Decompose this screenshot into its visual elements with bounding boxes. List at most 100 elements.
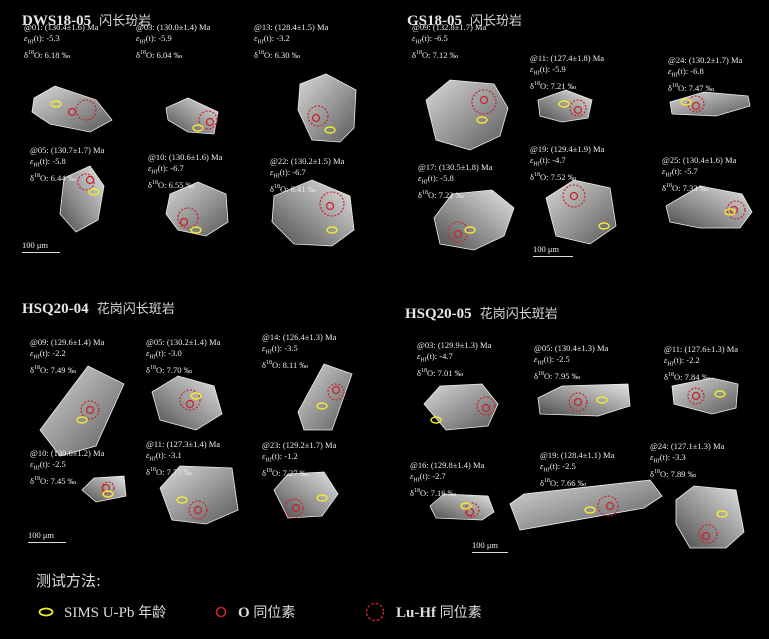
o-isotope-spot-marker [185, 399, 195, 409]
zircon-grain [273, 471, 339, 519]
spot-age: @25: (130.4±1.6) Ma [662, 155, 737, 165]
spot-age: @03: (129.9±1.3) Ma [417, 340, 492, 350]
zircon-grain [545, 179, 617, 245]
lu-hf-spot-marker [568, 392, 588, 412]
u-pb-spot-marker [464, 226, 476, 234]
delta-18o: δ18O: 7.52 ‰ [530, 171, 577, 182]
zircon-grain [165, 181, 229, 237]
delta-18o: δ18O: 7.84 ‰ [664, 371, 711, 382]
legend-item-o-isotope: O 同位素 [214, 600, 295, 624]
o-isotope-spot-marker [605, 501, 615, 511]
epsilon-hf: εHf(t): -5.3 [24, 32, 60, 46]
delta-18o: δ18O: 7.47 ‰ [668, 82, 715, 93]
spot-age: @11: (127.3±1.4) Ma [146, 439, 221, 449]
o-isotope-spot-marker [691, 101, 701, 111]
lu-hf-spot-marker [476, 396, 496, 416]
zircon-grain [423, 383, 499, 431]
lu-hf-spot-marker [687, 95, 705, 113]
zircon-grain [81, 475, 127, 503]
u-pb-spot-marker [476, 116, 488, 124]
method-title: 测试方法: [36, 572, 102, 590]
spot-age: @10: (130.6±1.2) Ma [30, 448, 105, 458]
delta-18o: δ18O: 7.95 ‰ [534, 370, 581, 381]
lu-hf-spot-marker [597, 495, 619, 517]
epsilon-hf: εHf(t): -5.9 [530, 63, 566, 77]
epsilon-hf: εHf(t): -3.0 [146, 347, 182, 361]
o-isotope-spot-marker [573, 397, 583, 407]
zircon-grain [297, 73, 357, 143]
epsilon-hf: εHf(t): -6.7 [148, 162, 184, 176]
epsilon-hf: εHf(t): -2.7 [410, 470, 446, 484]
delta-18o: δ18O: 7.89 ‰ [650, 468, 697, 479]
u-pb-spot-marker [176, 496, 188, 504]
u-pb-spot-marker [316, 494, 328, 502]
epsilon-hf: εHf(t): -1.2 [262, 450, 298, 464]
epsilon-hf: εHf(t): -3.1 [146, 449, 182, 463]
zircon-grain [671, 377, 739, 415]
lu-hf-spot-marker [698, 524, 718, 544]
u-pb-spot-marker [190, 392, 202, 400]
delta-18o: δ18O: 6.44 ‰ [30, 172, 77, 183]
spot-age: @05: (130.7±1.7) Ma [30, 145, 105, 155]
o-isotope-spot-marker [179, 217, 189, 227]
legend-label: Lu-Hf 同位素 [396, 605, 482, 621]
scale-bar: 100 μm [22, 240, 60, 253]
o-isotope-spot-marker [691, 391, 701, 401]
spot-age: @10: (130.6±1.6) Ma [148, 152, 223, 162]
lu-hf-spot-marker [569, 99, 587, 117]
u-pb-spot-marker [714, 390, 726, 398]
u-pb-spot-marker [596, 396, 608, 404]
lu-hf-spot-marker [284, 498, 304, 518]
red-circle-icon [215, 606, 227, 618]
u-pb-spot-marker [716, 510, 728, 518]
epsilon-hf: εHf(t): -5.9 [136, 32, 172, 46]
u-pb-spot-marker [192, 124, 204, 132]
epsilon-hf: εHf(t): -3.2 [254, 32, 290, 46]
spot-age: @13: (128.4±1.5) Ma [254, 22, 329, 32]
o-isotope-spot-marker [331, 385, 341, 395]
u-pb-spot-marker [598, 222, 610, 230]
delta-18o: δ18O: 6.55 ‰ [148, 179, 195, 190]
spot-age: @05: (130.2±1.4) Ma [146, 337, 221, 347]
zircon-grain [675, 485, 745, 549]
lu-hf-spot-marker [188, 500, 208, 520]
legend-label: O 同位素 [238, 605, 296, 621]
u-pb-spot-marker [324, 126, 336, 134]
spot-age: @16: (129.8±1.4) Ma [410, 460, 485, 470]
dashed-red-circle-icon [365, 602, 385, 622]
delta-18o: δ18O: 7.27 ‰ [262, 467, 309, 478]
lu-hf-spot-marker [464, 502, 480, 518]
lu-hf-spot-marker [77, 173, 95, 191]
o-isotope-spot-marker [311, 113, 321, 123]
u-pb-spot-marker [430, 416, 442, 424]
epsilon-hf: εHf(t): -2.2 [664, 354, 700, 368]
epsilon-hf: εHf(t): -4.7 [530, 154, 566, 168]
zircon-grain [159, 465, 239, 525]
delta-18o: δ18O: 7.33 ‰ [662, 182, 709, 193]
spot-age: @11: (127.4±1.8) Ma [530, 53, 605, 63]
spot-age: @19: (129.4±1.9) Ma [530, 144, 605, 154]
spot-age: @24: (130.2±1.7) Ma [668, 55, 743, 65]
lu-hf-spot-marker [307, 105, 329, 127]
u-pb-spot-marker [584, 506, 596, 514]
zircon-grain [537, 89, 593, 123]
epsilon-hf: εHf(t): -5.8 [30, 155, 66, 169]
lu-hf-spot-marker [447, 221, 469, 243]
scale-bar: 100 μm [533, 244, 573, 257]
u-pb-spot-marker [558, 100, 570, 108]
delta-18o: δ18O: 6.04 ‰ [136, 49, 183, 60]
